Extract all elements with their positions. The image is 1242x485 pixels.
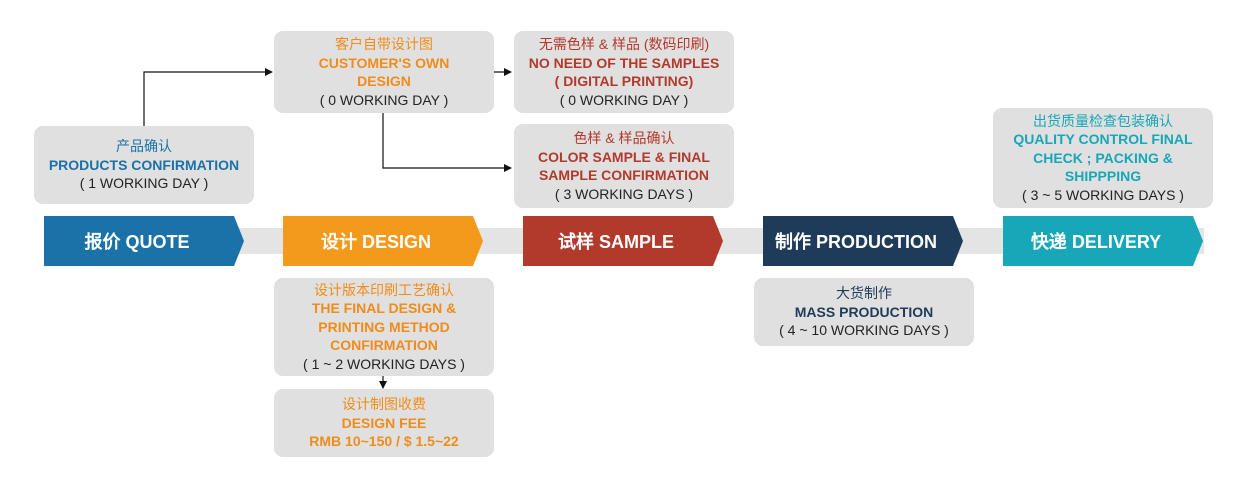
step-quote-label: 报价 QUOTE [84, 232, 190, 252]
mass-production-cn: 大货制作 [836, 285, 892, 302]
own-design-en-1: CUSTOMER'S OWN [318, 54, 450, 71]
step-sample-label: 试样 SAMPLE [557, 232, 674, 252]
final-design-en-2: PRINTING METHOD [318, 318, 450, 335]
color-sample-cn: 色样 & 样品确认 [573, 130, 675, 146]
no-need-samples-box: 无需色样 & 样品 (数码印刷) NO NEED OF THE SAMPLES … [514, 31, 734, 113]
quality-control-en-2: CHECK ; PACKING & [1033, 149, 1173, 166]
final-design-days: ( 1 ~ 2 WORKING DAYS ) [303, 355, 465, 372]
step-delivery: 快递 DELIVERY [1003, 216, 1203, 266]
step-design-label: 设计 DESIGN [320, 232, 431, 252]
products-confirmation-box: 产品确认 PRODUCTS CONFIRMATION ( 1 WORKING D… [34, 126, 254, 204]
no-samples-cn: 无需色样 & 样品 (数码印刷) [538, 36, 710, 52]
design-fee-en: DESIGN FEE [341, 414, 427, 431]
mass-production-box: 大货制作 MASS PRODUCTION ( 4 ~ 10 WORKING DA… [754, 278, 974, 346]
arrow-products-to-own-design [143, 68, 273, 127]
final-design-en-1: THE FINAL DESIGN & [311, 300, 457, 317]
design-fee-price: RMB 10~150 / $ 1.5~22 [309, 433, 459, 450]
quality-control-box: 出货质量检查包装确认 QUALITY CONTROL FINAL CHECK ;… [993, 108, 1213, 208]
step-quote: 报价 QUOTE [44, 216, 244, 266]
customers-own-design-box: 客户自带设计图 CUSTOMER'S OWN DESIGN ( 0 WORKIN… [274, 31, 494, 113]
own-design-en-2: DESIGN [357, 73, 411, 89]
mass-production-en: MASS PRODUCTION [794, 303, 934, 320]
color-sample-en-2: SAMPLE CONFIRMATION [538, 167, 710, 183]
mass-production-days: ( 4 ~ 10 WORKING DAYS ) [779, 322, 949, 339]
products-confirmation-en: PRODUCTS CONFIRMATION [48, 156, 240, 173]
step-design: 设计 DESIGN [283, 216, 483, 266]
step-delivery-label: 快递 DELIVERY [1030, 232, 1162, 252]
design-fee-cn: 设计制图收费 [342, 396, 426, 413]
quality-control-en-1: QUALITY CONTROL FINAL [1013, 131, 1193, 148]
quality-control-en-3: SHIPPPING [1064, 168, 1142, 185]
final-design-cn: 设计版本印刷工艺确认 [314, 281, 454, 298]
products-confirmation-days: ( 1 WORKING DAY ) [79, 175, 209, 192]
step-sample: 试样 SAMPLE [523, 216, 723, 266]
final-design-box: 设计版本印刷工艺确认 THE FINAL DESIGN & PRINTING M… [274, 278, 494, 376]
quality-control-cn: 出货质量检查包装确认 [1033, 112, 1173, 129]
no-samples-days: ( 0 WORKING DAY ) [559, 91, 689, 108]
design-fee-box: 设计制图收费 DESIGN FEE RMB 10~150 / $ 1.5~22 [274, 389, 494, 457]
step-production: 制作 PRODUCTION [763, 216, 963, 266]
step-production-label: 制作 PRODUCTION [775, 232, 937, 252]
quality-control-days: ( 3 ~ 5 WORKING DAYS ) [1022, 186, 1184, 203]
color-sample-box: 色样 & 样品确认 COLOR SAMPLE & FINAL SAMPLE CO… [514, 124, 734, 208]
final-design-en-3: CONFIRMATION [330, 337, 438, 354]
own-design-days: ( 0 WORKING DAY ) [319, 91, 449, 108]
no-samples-en-2: ( DIGITAL PRINTING) [554, 73, 694, 89]
products-confirmation-cn: 产品确认 [116, 138, 172, 155]
color-sample-days: ( 3 WORKING DAYS ) [554, 185, 694, 202]
arrow-own-design-to-color-sample [382, 113, 512, 172]
own-design-cn: 客户自带设计图 [335, 36, 433, 52]
color-sample-en-1: COLOR SAMPLE & FINAL [538, 148, 710, 165]
no-samples-en-1: NO NEED OF THE SAMPLES [528, 54, 720, 71]
